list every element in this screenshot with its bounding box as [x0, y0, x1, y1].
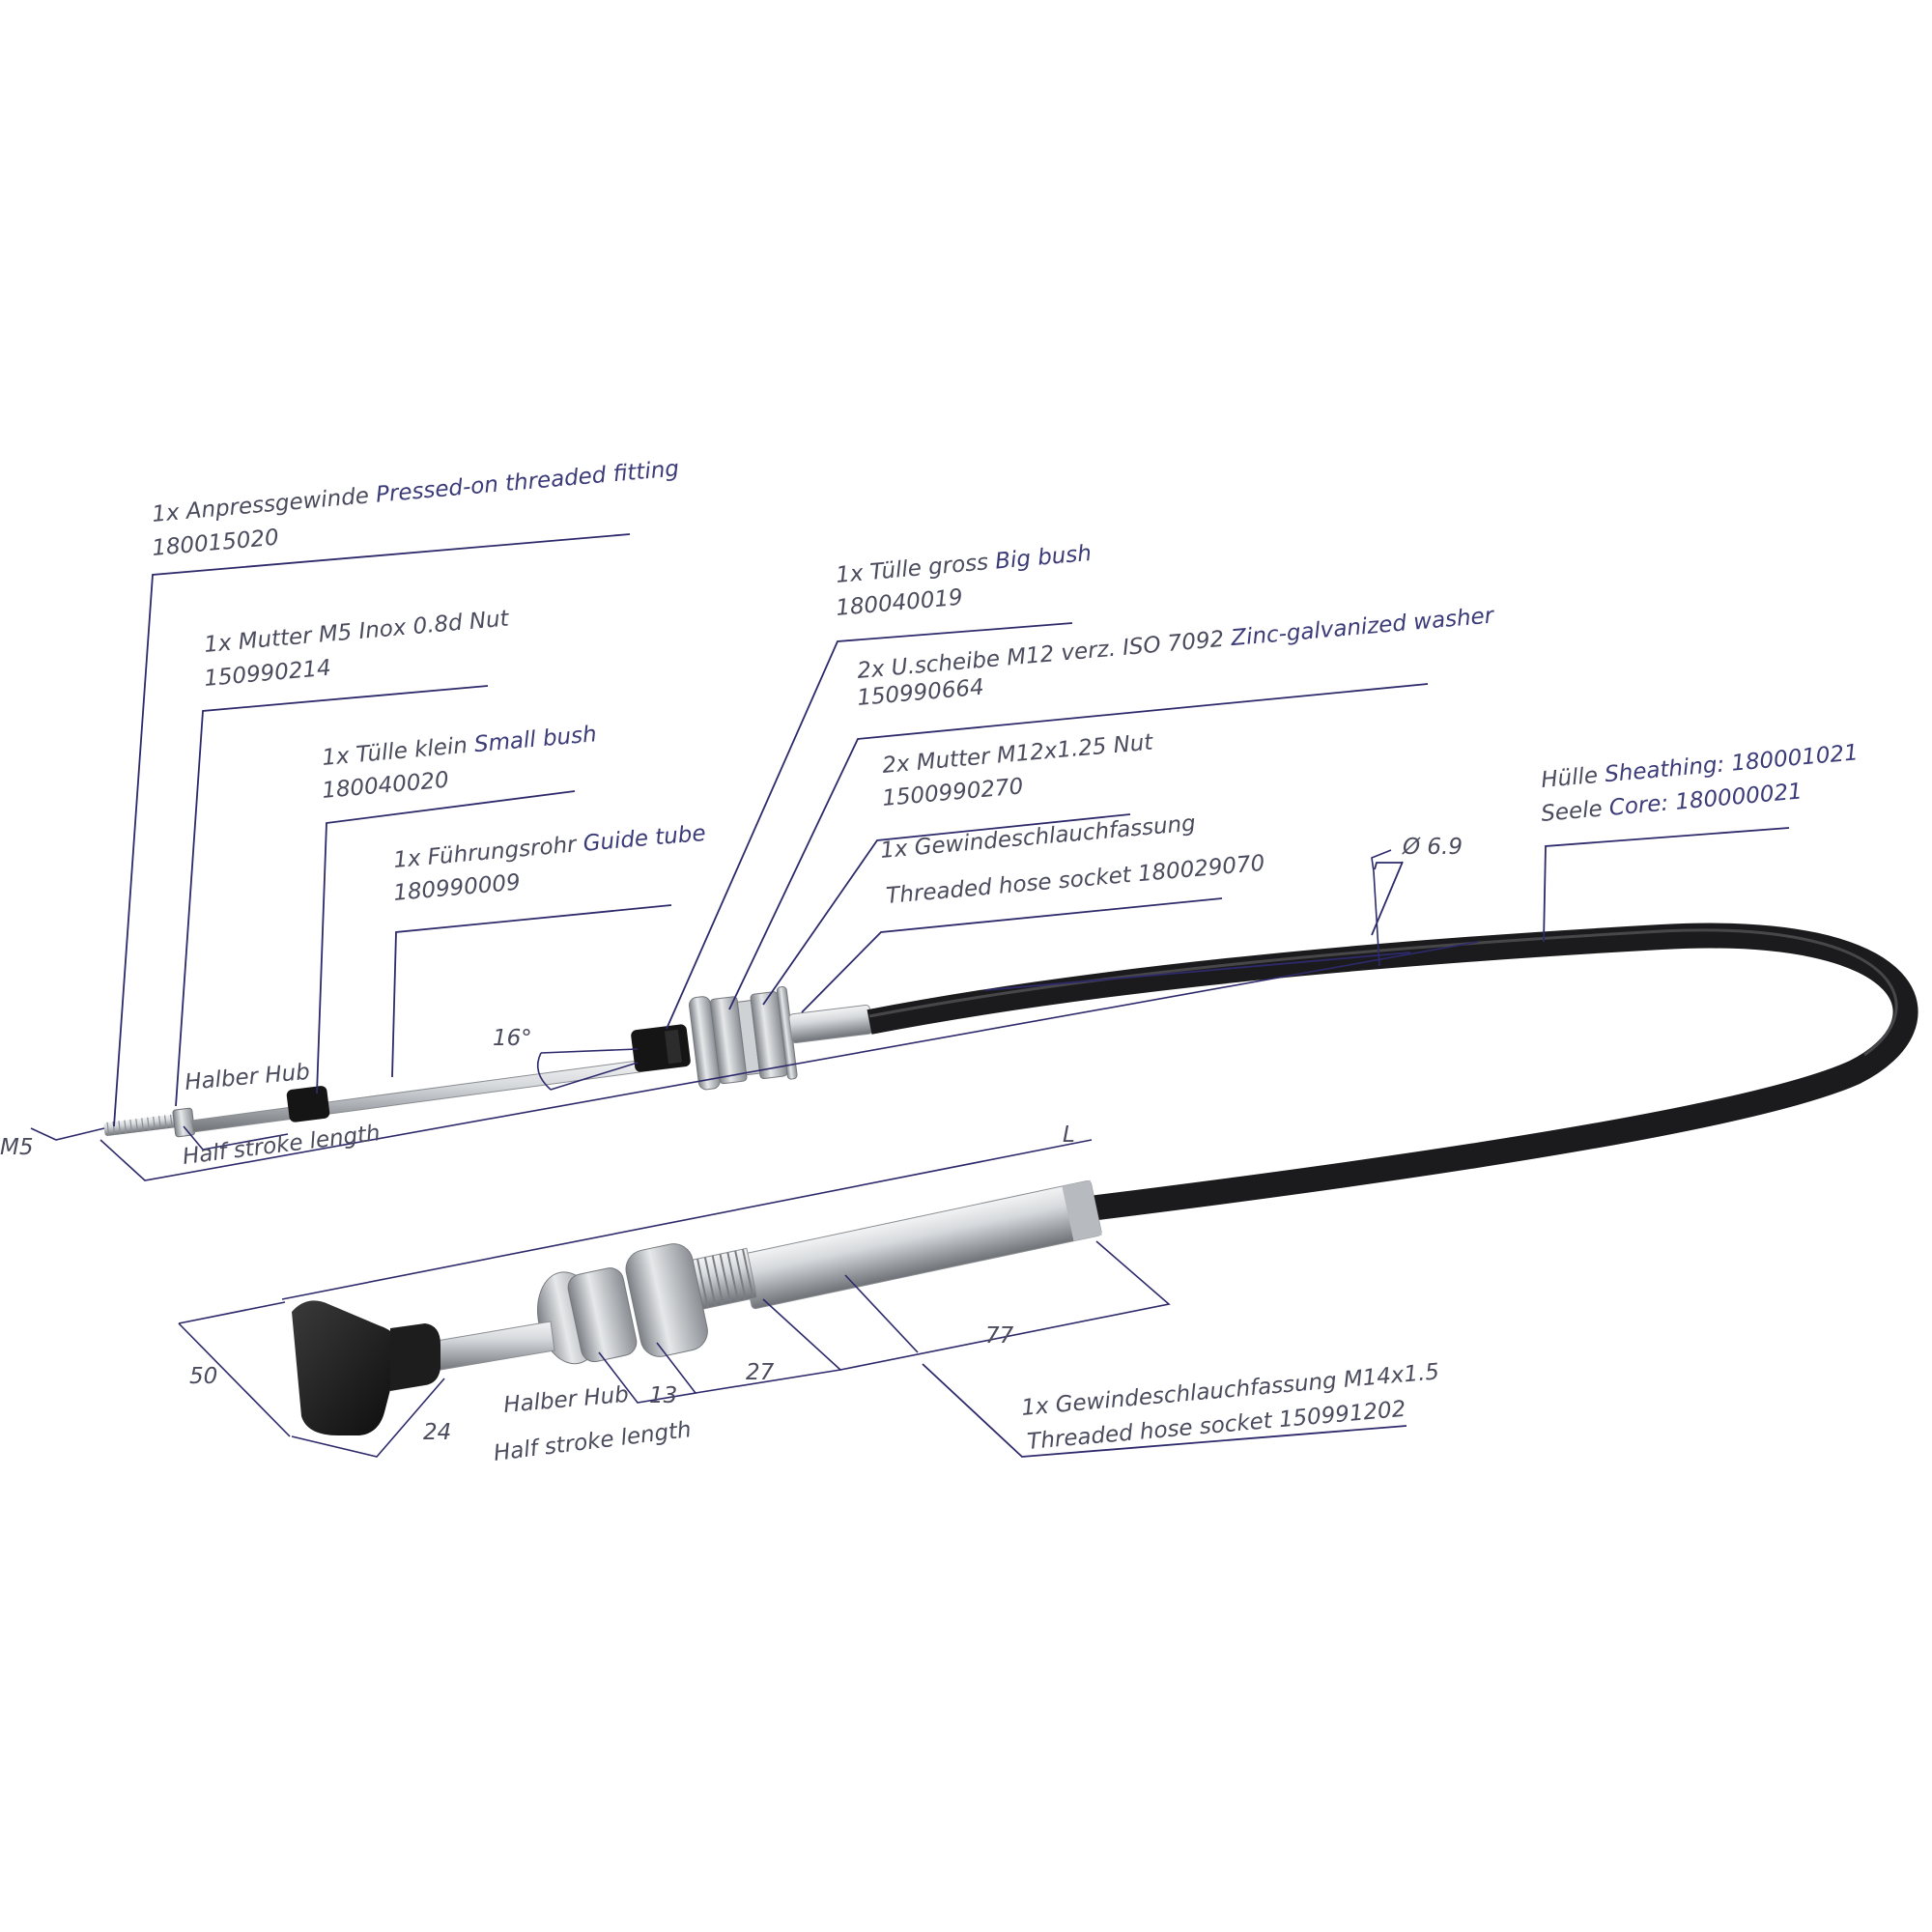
dimension-labels: M5 Halber Hub Half stroke length 16° Ø 6… [0, 835, 1463, 1466]
hose-socket-top [788, 1004, 873, 1044]
thread-length-label: 27 [746, 1360, 775, 1385]
nut-m5-label: 1x Mutter M5 Inox 0.8d Nut [203, 606, 510, 658]
guide-tube-label: 1x Führungsrohr Guide tube [392, 821, 706, 873]
big-bush-label: 1x Tülle gross Big bush [835, 541, 1093, 588]
t-knob [292, 1300, 440, 1435]
dome-nut [537, 1267, 638, 1365]
small-bush [286, 1086, 330, 1122]
half-stroke-bottom-label: Half stroke length [493, 1417, 693, 1466]
nut-m12-part-no: 1500990270 [881, 774, 1024, 811]
hose-socket-bottom [741, 1179, 1102, 1310]
socket-length-label: 77 [985, 1323, 1014, 1349]
nut-m12-assembly [689, 985, 798, 1091]
top-assembly [103, 923, 1918, 1222]
big-bush-part-no: 180040019 [835, 585, 963, 621]
dimension-lines [30, 941, 1479, 1458]
m5-label: M5 [0, 1135, 33, 1160]
cable-sheathing [867, 923, 1918, 1222]
small-bush-part-no: 180040020 [321, 768, 449, 804]
nut-m5-part-no: 150990214 [203, 656, 331, 692]
nut-width-label: 13 [649, 1383, 677, 1408]
pressed-fitting-part-no: 180015020 [151, 526, 279, 561]
knob-width-label: 24 [423, 1420, 451, 1445]
pressed-fitting-label: 1x Anpressgewinde Pressed-on threaded fi… [151, 456, 680, 527]
pull-rod [424, 1321, 555, 1373]
nut-m12-label: 2x Mutter M12x1.25 Nut [881, 730, 1154, 779]
angle-label: 16° [493, 1026, 532, 1051]
washer-label: 2x U.scheibe M12 verz. ISO 7092 Zinc-gal… [856, 603, 1495, 684]
sheathing-label: Hülle Sheathing: 180001021 [1540, 740, 1859, 793]
leader-lines [113, 533, 1790, 1127]
callout-labels: 1x Anpressgewinde Pressed-on threaded fi… [151, 456, 1859, 1455]
length-label: L [1063, 1122, 1075, 1148]
diameter-label: Ø 6.9 [1402, 835, 1463, 860]
bottom-assembly [292, 1179, 1102, 1435]
guide-tube-part-no: 180990009 [392, 870, 521, 906]
knob-height-label: 50 [189, 1364, 217, 1389]
halber-hub-bottom-label: Halber Hub [502, 1382, 630, 1418]
big-bush [631, 1024, 691, 1072]
threaded-fitting-m5 [103, 1114, 178, 1136]
nut-m14 [625, 1243, 708, 1357]
small-bush-label: 1x Tülle klein Small bush [321, 722, 597, 771]
hose-socket-top-label: 1x Gewindeschlauchfassung [879, 811, 1196, 864]
